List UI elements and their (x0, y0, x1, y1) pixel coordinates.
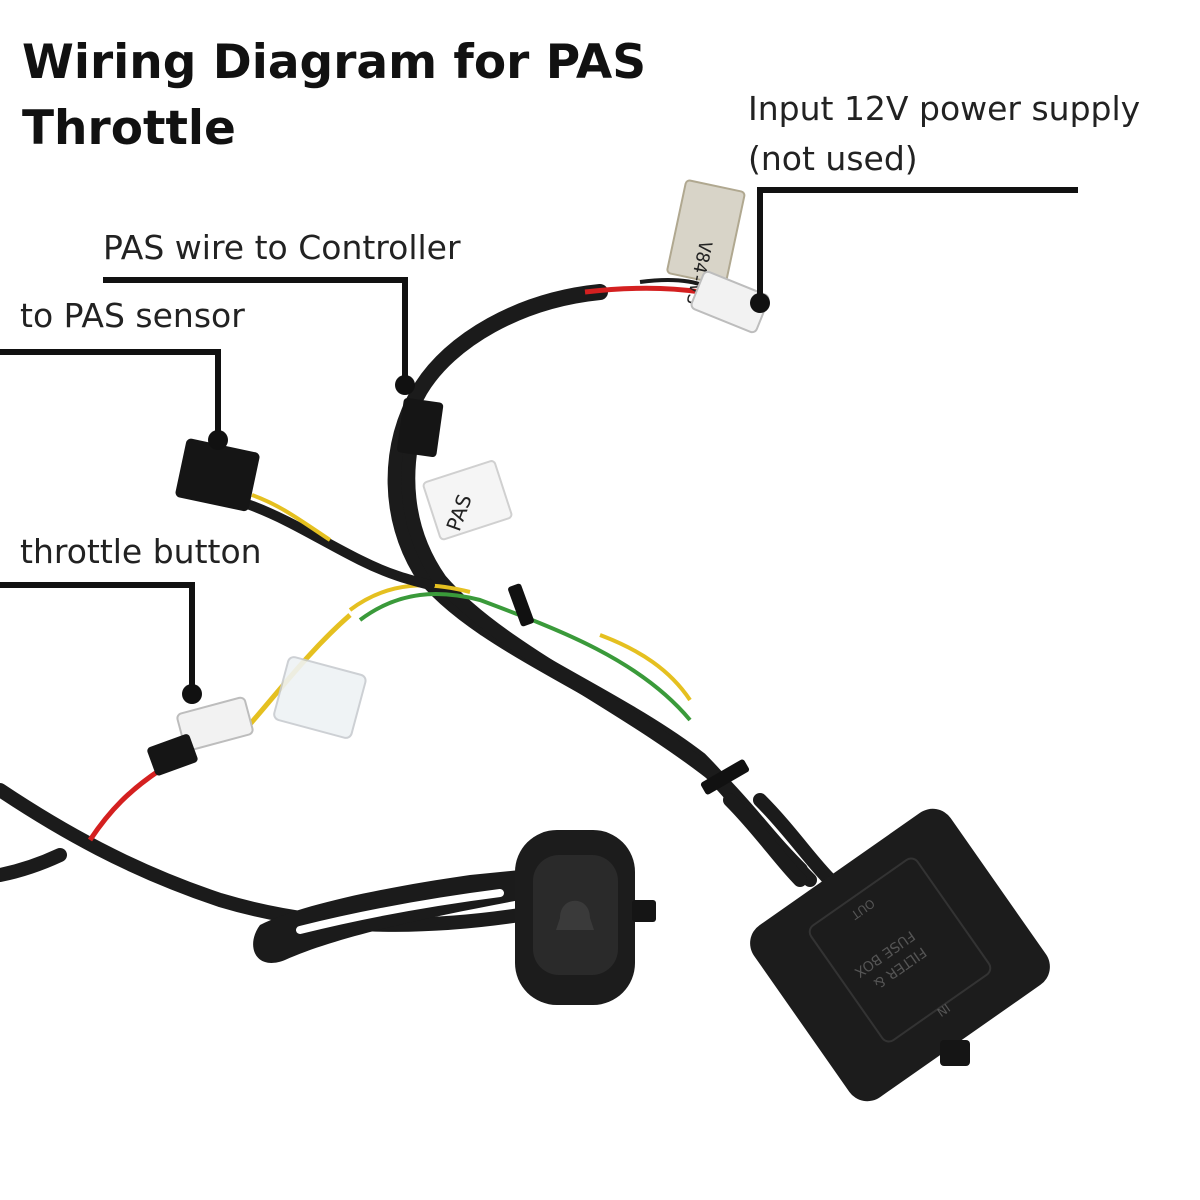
leader-power-dot (750, 293, 770, 313)
power-cable (387, 284, 808, 878)
leader-throttle (0, 582, 195, 694)
leader-controller (103, 277, 408, 385)
leader-power (757, 187, 1078, 303)
pas-sensor-connector (175, 438, 260, 512)
pas-tag-label (422, 460, 513, 541)
fuse-box-panel (808, 857, 992, 1043)
green-wire (358, 592, 692, 722)
throttle-white-connector (176, 696, 254, 752)
power-connector (690, 270, 770, 334)
fuse-box (750, 808, 1050, 1102)
yellow-wire-right (599, 633, 692, 702)
label-pas-sensor: to PAS sensor (20, 296, 245, 335)
throttle-clear-tag (273, 656, 367, 739)
cable-tie-2 (700, 759, 750, 795)
left-stub-cable (0, 848, 67, 882)
throttle-black-connector (147, 734, 198, 776)
label-pas-controller: PAS wire to Controller (103, 228, 461, 267)
throttle-strap (253, 870, 521, 963)
leader-sensor (0, 349, 221, 440)
label-throttle-button: throttle button (20, 532, 262, 571)
controller-connector (396, 398, 444, 458)
bell-icon (556, 900, 594, 930)
pas-sensor-cable (245, 500, 435, 590)
label-power-supply: Input 12V power supply (not used) (748, 84, 1140, 184)
fuse-box-clip (940, 1040, 970, 1066)
diagram-title: Wiring Diagram for PAS Throttle (22, 35, 647, 156)
leader-sensor-dot (208, 430, 228, 450)
throttle-button-clip (632, 900, 656, 922)
yellow-wire (348, 583, 471, 612)
pas-sensor-yellow (251, 493, 332, 542)
power-tag-label (666, 179, 746, 286)
throttle-strap-slot (296, 889, 504, 934)
leader-throttle-dot (182, 684, 202, 704)
power-cable-red (584, 285, 701, 295)
leader-controller-dot (395, 375, 415, 395)
throttle-red-wire (87, 767, 162, 842)
label-power-line-1: Input 12V power supply (748, 89, 1141, 128)
cable-tie-1 (508, 583, 534, 627)
left-trunk-cable (0, 783, 527, 932)
label-power-line-2: (not used) (748, 139, 918, 178)
fuse-box-cables (723, 793, 837, 887)
